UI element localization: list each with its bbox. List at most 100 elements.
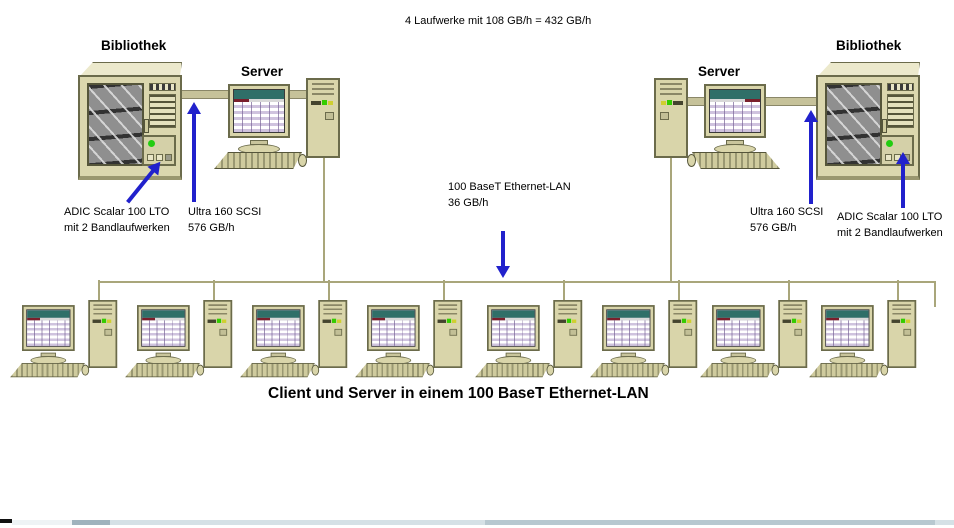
floppy-drive-icon (219, 328, 228, 336)
computer-icon (700, 300, 812, 382)
client-computer-icon (700, 280, 816, 385)
green-led-icon (566, 318, 572, 323)
scrollbar-track-fragment[interactable] (935, 520, 954, 525)
tower-drive-slots (783, 304, 803, 317)
scrollbar-thumb-fragment[interactable] (72, 520, 110, 525)
library-logo-strip (149, 83, 176, 91)
tower-icon (306, 78, 340, 158)
tower-drive-slots (558, 304, 578, 317)
drive-throughput-note: 4 Laufwerke mit 108 GB/h = 432 GB/h (405, 15, 592, 27)
tower-led-row (92, 318, 113, 323)
green-led-icon (322, 100, 327, 105)
library-vents (887, 94, 914, 128)
window-corner-fragment (0, 519, 12, 523)
library-vents (149, 94, 176, 128)
library-cabinet (78, 75, 182, 180)
monitor-icon (22, 305, 75, 351)
server-computer-left (214, 78, 346, 174)
down-arrow-icon (496, 231, 510, 278)
adic-label-left-line2: mit 2 Bandlaufwerken (64, 222, 170, 234)
computer-icon (355, 300, 467, 382)
tower-led-row (322, 318, 343, 323)
tape-library-left (78, 62, 182, 180)
yellow-led-icon (661, 100, 666, 105)
monitor-screen (491, 309, 536, 347)
monitor-screen (233, 89, 285, 133)
floppy-drive-icon (334, 328, 343, 336)
lan-label: 100 BaseT Ethernet-LAN 36 GB/h (448, 179, 571, 211)
client-computer-icon (125, 280, 241, 385)
client-lan-cable (678, 280, 680, 310)
green-led-icon (148, 140, 155, 147)
adic-label-right: ADIC Scalar 100 LTO mit 2 Bandlaufwerken (837, 209, 943, 241)
monitor-screen (371, 309, 416, 347)
monitor-icon (487, 305, 540, 351)
keyboard-icon (590, 362, 665, 378)
mouse-icon (196, 364, 205, 376)
tower-led-row (311, 100, 335, 105)
scrollbar-track-fragment[interactable] (110, 520, 485, 525)
lan-label-line1: 100 BaseT Ethernet-LAN (448, 181, 571, 193)
yellow-led-icon (572, 319, 577, 323)
green-led-icon (216, 318, 222, 323)
green-led-icon (667, 100, 672, 105)
tower-led-row (437, 318, 458, 323)
tower-led-row (782, 318, 803, 323)
green-led-icon (101, 318, 107, 323)
yellow-led-icon (687, 319, 692, 323)
client-lan-cable (897, 280, 899, 310)
up-arrow-icon (187, 102, 201, 202)
client-computer-icon (590, 280, 706, 385)
tower-icon (318, 300, 348, 368)
client-lan-cable (563, 280, 565, 310)
scsi-label-right-line1: Ultra 160 SCSI (750, 206, 824, 218)
scrollbar-track-fragment[interactable] (12, 520, 72, 525)
floppy-drive-icon (325, 112, 334, 120)
monitor-screen (141, 309, 186, 347)
monitor-screen (606, 309, 651, 347)
mouse-icon (298, 154, 307, 167)
tower-drive-slots (208, 304, 228, 317)
computer-icon (240, 300, 352, 382)
library-logo-strip (887, 83, 914, 91)
scsi-label-right: Ultra 160 SCSI 576 GB/h (750, 204, 823, 236)
monitor-icon (252, 305, 305, 351)
tower-led-row (659, 100, 683, 105)
scrollbar-track-fragment[interactable] (485, 520, 935, 525)
keyboard-icon (700, 362, 775, 378)
tower-led-row (557, 318, 578, 323)
mouse-icon (311, 364, 320, 376)
green-led-icon (886, 140, 893, 147)
tower-icon (668, 300, 698, 368)
monitor-icon (602, 305, 655, 351)
up-arrow-icon (896, 152, 910, 208)
tower-drive-slots (312, 83, 334, 98)
client-computer-icon (10, 280, 126, 385)
green-led-icon (900, 318, 906, 323)
mouse-icon (426, 364, 435, 376)
tower-icon (553, 300, 583, 368)
yellow-led-icon (107, 319, 112, 323)
client-lan-cable (788, 280, 790, 310)
monitor-icon (228, 84, 290, 138)
yellow-led-icon (337, 319, 342, 323)
library-door-handle (882, 118, 887, 133)
tape-library-icon (78, 62, 182, 180)
client-lan-cable (328, 280, 330, 310)
server-left-lan-cable (323, 158, 325, 282)
tower-icon (88, 300, 118, 368)
mouse-icon (687, 154, 696, 167)
keyboard-icon (692, 152, 780, 169)
green-led-icon (446, 318, 452, 323)
tower-drive-slots (438, 304, 458, 317)
keyboard-icon (809, 362, 884, 378)
tower-drive-slots (673, 304, 693, 317)
monitor-screen (26, 309, 71, 347)
floppy-drive-icon (660, 112, 669, 120)
server-right-lan-cable (670, 158, 672, 282)
scsi-label-left-line2: 576 GB/h (188, 222, 235, 234)
yellow-led-icon (328, 100, 333, 105)
ethernet-bus-line (98, 281, 936, 283)
adic-label-left-line1: ADIC Scalar 100 LTO (64, 206, 170, 218)
client-computer-icon (240, 280, 356, 385)
